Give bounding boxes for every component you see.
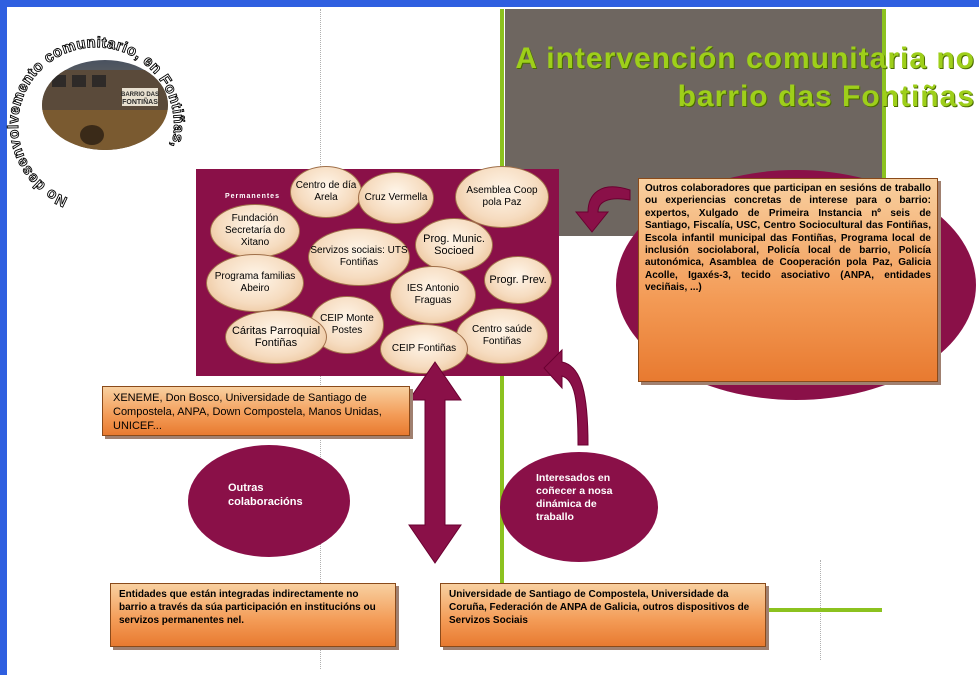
ellipse-fundacion: Fundación Secretaría do Xitano: [210, 204, 300, 258]
curved-heading-text: No desenvolvemento comunitario, en Fonti…: [0, 0, 187, 210]
double-arrow: [408, 361, 462, 564]
top-frame-bar: [0, 0, 979, 7]
ellipse-ceip-monte-label: CEIP Monte Postes: [320, 313, 374, 336]
left-frame-bar: [0, 0, 7, 675]
title-line-2: barrio das Fontiñas: [677, 80, 975, 113]
universidade-box: Universidade de Santiago de Compostela, …: [440, 583, 766, 647]
ellipse-progr-prev: Progr. Prev.: [484, 256, 552, 304]
interesados-label: Interesados en coñecer a nosa dinámica d…: [536, 472, 613, 523]
ellipse-centro-saude-label: Centro saúde Fontiñas: [471, 324, 533, 347]
curved-arrow-top: [574, 186, 631, 233]
ellipse-fundacion-label: Fundación Secretaría do Xitano: [224, 213, 286, 248]
ellipse-servizos-sociais: Servizos sociais: UTS Fontiñas: [308, 228, 410, 286]
entidades-text: Entidades que están integradas indirecta…: [119, 589, 376, 626]
ellipse-cruz-label: Cruz Vermella: [364, 192, 428, 203]
photo-sign-line-2: FONTIÑAS: [122, 97, 158, 106]
ellipse-programa-familias: Programa familias Abeiro: [206, 254, 304, 312]
permanent-label: Permanentes: [225, 193, 280, 200]
ellipse-servizos-label: Servizos sociais: UTS Fontiñas: [310, 245, 408, 268]
green-vertical-line-right: [882, 9, 886, 219]
ellipse-ies: IES Antonio Fraguas: [390, 266, 476, 324]
curved-arrow-bottom: [543, 348, 589, 446]
ellipse-prog-munic-label: Prog. Munic. Socioed: [423, 233, 485, 257]
other-collaborators-box: Outros colaboradores que participan en s…: [638, 178, 938, 382]
ellipse-centro-saude: Centro saúde Fontiñas: [456, 308, 548, 364]
ellipse-centro-dia: Centro de día Arela: [290, 166, 362, 218]
universidade-text: Universidade de Santiago de Compostela, …: [449, 589, 750, 626]
entidades-box: Entidades que están integradas indirecta…: [110, 583, 396, 647]
title-line-1: A intervención comunitaria no: [515, 42, 975, 75]
ellipse-progr-prev-label: Progr. Prev.: [489, 274, 547, 286]
curved-heading: No desenvolvemento comunitario, en Fonti…: [0, 0, 187, 210]
other-collaborators-text: Outros colaboradores que participan en s…: [645, 183, 931, 294]
interesados-ellipse: Interesados en coñecer a nosa dinámica d…: [500, 452, 658, 562]
xeneme-text: XENEME, Don Bosco, Universidade de Santi…: [113, 392, 382, 432]
ellipse-cruz-vermella: Cruz Vermella: [358, 172, 434, 224]
slide-title: A intervención comunitaria no barrio das…: [420, 40, 975, 116]
ellipse-caritas-label: Cáritas Parroquial Fontiñas: [231, 325, 321, 349]
ellipse-caritas: Cáritas Parroquial Fontiñas: [225, 310, 327, 364]
ellipse-centro-dia-label: Centro de día Arela: [295, 180, 357, 203]
ellipse-prog-munic: Prog. Munic. Socioed: [415, 218, 493, 272]
outras-colaboracions-ellipse: Outras colaboracións: [188, 445, 350, 557]
ellipse-programa-familias-label: Programa familias Abeiro: [214, 271, 296, 294]
photo-sign-line-1: BARRIO DAS: [121, 92, 159, 98]
xeneme-box: XENEME, Don Bosco, Universidade de Santi…: [102, 386, 410, 436]
svg-text:No desenvolvemento comunitario: No desenvolvemento comunitario, en Fonti…: [0, 0, 187, 210]
ellipse-ies-label: IES Antonio Fraguas: [406, 283, 460, 306]
outras-colaboracions-label: Outras colaboracións: [228, 482, 303, 508]
ellipse-asemblea-label: Asemblea Coop pola Paz: [466, 185, 538, 208]
ellipse-ceip-fontinas-label: CEIP Fontiñas: [391, 343, 457, 354]
ellipse-asemblea: Asemblea Coop pola Paz: [455, 166, 549, 228]
ellipse-ceip-fontinas: CEIP Fontiñas: [380, 324, 468, 374]
